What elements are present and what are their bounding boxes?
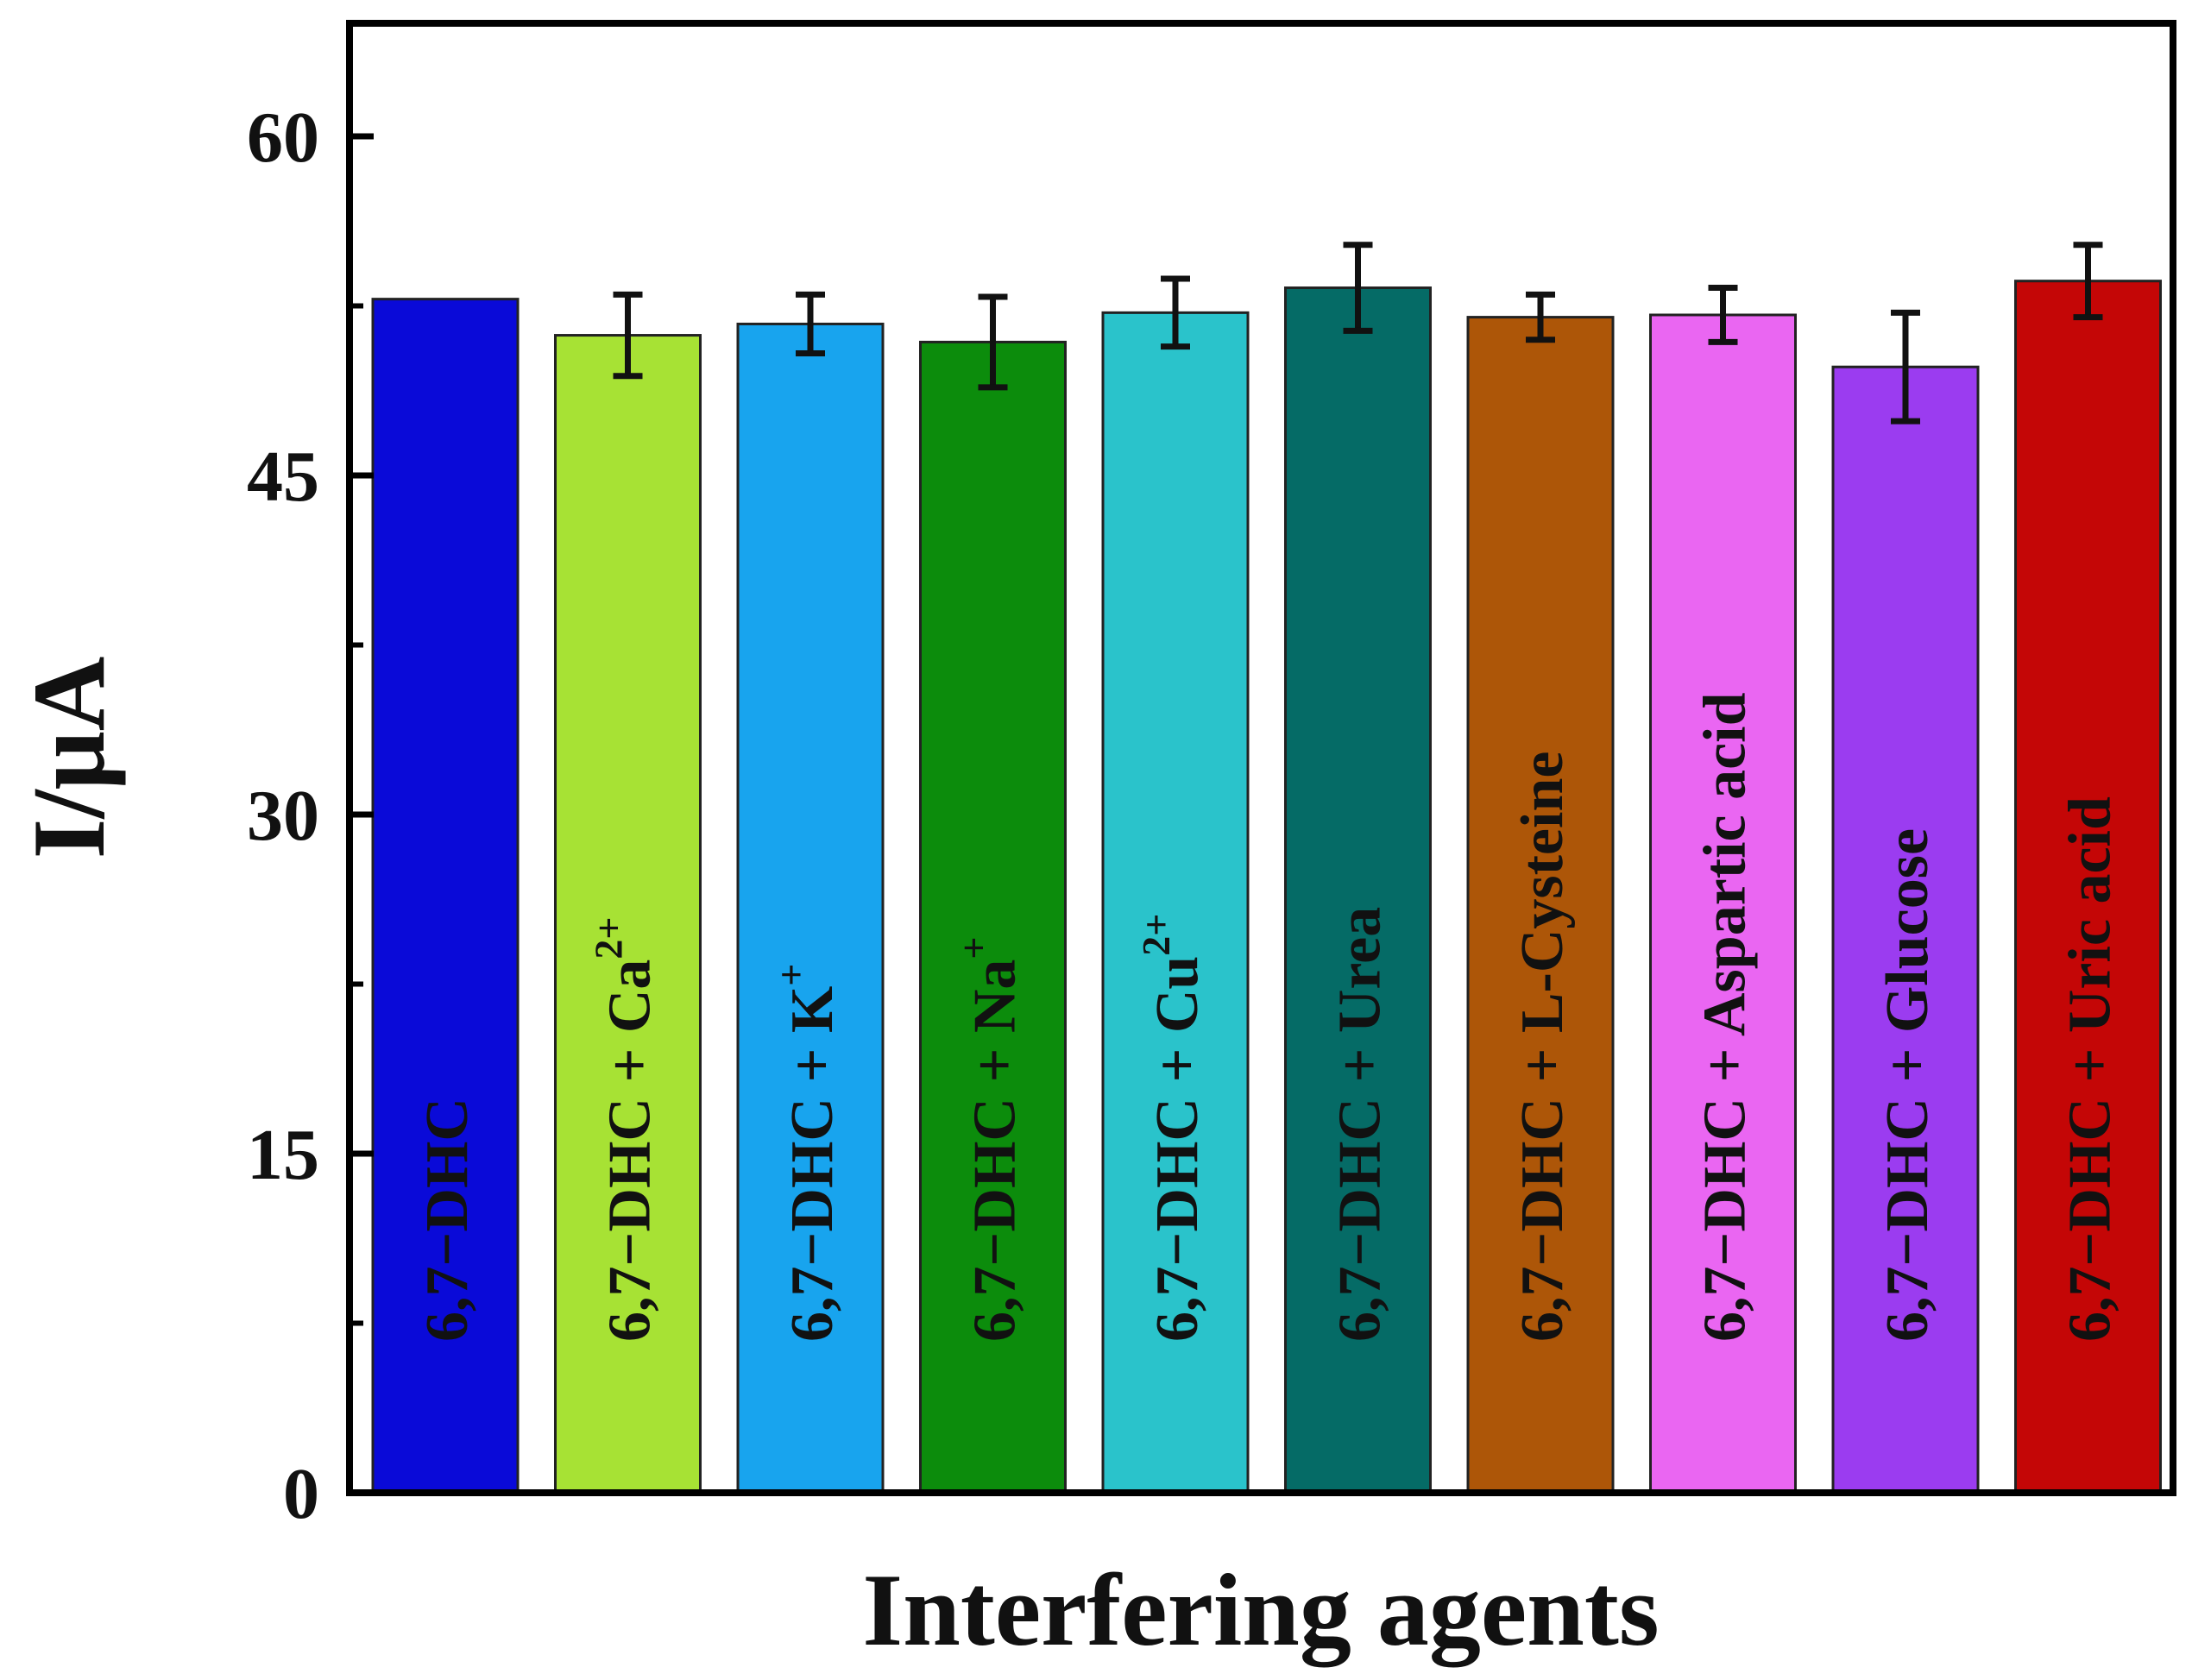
error-bars-layer xyxy=(613,242,2103,425)
bar-label-2: 6,7−DHC + K+ xyxy=(769,964,846,1343)
error-bar-3 xyxy=(978,293,1008,391)
error-bar-1 xyxy=(613,291,643,380)
bar-label-3: 6,7−DHC + Na+ xyxy=(952,936,1029,1342)
bar-label-5: 6,7−DHC + Urea xyxy=(1327,907,1394,1342)
bar-labels-layer: 6,7−DHC 6,7−DHC + Ca2+ 6,7−DHC + K+ 6,7−DHC… xyxy=(414,692,2124,1342)
bar-7 xyxy=(1649,313,1797,1494)
error-bar-2 xyxy=(796,291,825,357)
error-bar-5 xyxy=(1343,242,1373,334)
bar-label-6: 6,7−DHC + L-Cysteine xyxy=(1509,752,1576,1342)
bar-9 xyxy=(2014,280,2162,1494)
bar-label-1: 6,7−DHC + Ca2+ xyxy=(587,916,664,1342)
y-tick-label-4: 60 xyxy=(247,98,319,178)
bar-5 xyxy=(1284,286,1432,1494)
y-axis-title: I/μA xyxy=(11,657,126,859)
plot-frame xyxy=(346,20,2176,1496)
y-tick-label-0: 0 xyxy=(283,1454,319,1534)
bar-label-8: 6,7−DHC + Glucose xyxy=(1874,828,1941,1342)
bars-layer xyxy=(371,280,2162,1494)
bar-label-0: 6,7−DHC xyxy=(414,1098,481,1342)
bar-label-9: 6,7−DHC + Uric acid xyxy=(2057,796,2124,1342)
error-bar-4 xyxy=(1161,275,1190,350)
bar-4 xyxy=(1101,311,1250,1494)
bar-label-4: 6,7−DHC + Cu2+ xyxy=(1134,913,1211,1342)
y-axis: 0 15 30 45 60 xyxy=(247,98,374,1534)
y-tick-label-2: 30 xyxy=(247,776,319,856)
error-bar-8 xyxy=(1891,309,1920,425)
error-bar-6 xyxy=(1526,291,1555,343)
x-axis-title: Interfering agents xyxy=(862,1552,1659,1668)
bar-label-7: 6,7−DHC + Aspartic acid xyxy=(1692,692,1759,1342)
bar-0 xyxy=(371,298,520,1494)
y-tick-label-3: 45 xyxy=(247,437,319,517)
bar-1 xyxy=(554,334,702,1494)
error-bar-9 xyxy=(2073,242,2103,321)
y-tick-label-1: 15 xyxy=(247,1115,319,1195)
error-bar-7 xyxy=(1708,285,1738,345)
bar-3 xyxy=(919,340,1067,1494)
